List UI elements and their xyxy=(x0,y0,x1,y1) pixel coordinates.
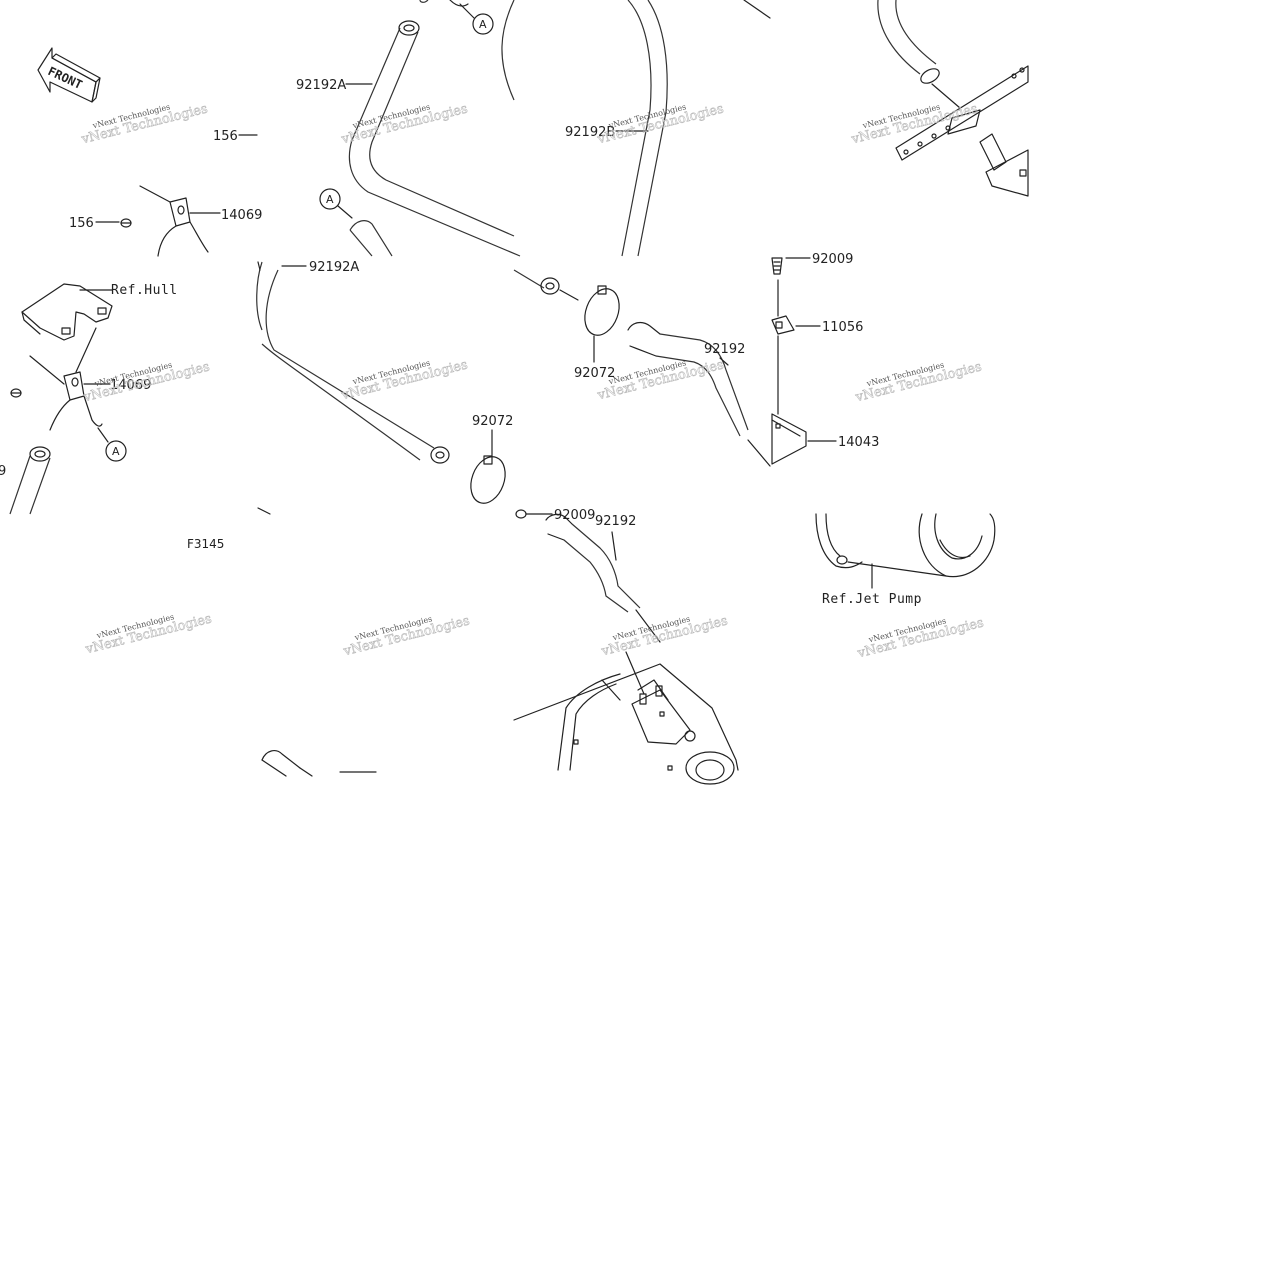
watermark-2: vNext Technologies vNext Technologies xyxy=(339,101,470,148)
watermark-5: vNext Technologies vNext Technologies xyxy=(81,359,212,406)
tile-bottom-fragment xyxy=(261,750,377,777)
marker-a-top: A xyxy=(479,18,487,31)
callout-156-a: 156 xyxy=(213,129,238,144)
ref-hull-label: Ref.Hull xyxy=(111,283,178,298)
callout-156-b: 156 xyxy=(69,216,94,231)
tile-center-right: 92009 11056 14043 xyxy=(771,252,879,465)
watermark-3: vNext Technologies vNext Technologies xyxy=(595,101,726,148)
callout-92192B: 92192B xyxy=(565,125,615,140)
tile-top-left: FRONT 156 156 14069 xyxy=(37,47,262,257)
bolt-92009-upper xyxy=(771,257,811,275)
jet-pump-nozzle xyxy=(815,513,996,589)
watermark-12: vNext Technologies vNext Technologies xyxy=(855,615,986,662)
pad-14043 xyxy=(771,413,837,465)
watermark-1: vNext Technologies vNext Technologies xyxy=(79,101,210,148)
callout-92192-a: 92192 xyxy=(704,342,745,357)
clip-band-92072-upper xyxy=(584,285,620,363)
hose-92192-upper xyxy=(627,321,749,437)
tile-bottom-middle: 92009 92192 xyxy=(513,508,739,785)
callout-92072-a: 92072 xyxy=(574,366,615,381)
watermark-6: vNext Technologies vNext Technologies xyxy=(339,357,470,404)
bolt-92009-lower xyxy=(515,509,553,519)
tile-middle-left: Ref.Hull A 14069 9 xyxy=(0,283,178,515)
tile-top-middle: A A 92192A xyxy=(296,0,521,257)
hose-clamp-14069-upper xyxy=(139,185,209,257)
bolt-156 xyxy=(95,218,132,228)
callout-92192-b: 92192 xyxy=(595,514,636,529)
tile-bottom-left: F3145 xyxy=(187,537,224,551)
figure-code: F3145 xyxy=(187,537,224,551)
tile-center: 92072 92192 xyxy=(513,269,771,467)
front-arrow-icon: FRONT xyxy=(37,47,101,103)
clip-band-92072-lower xyxy=(470,429,506,504)
hose-92192-lower xyxy=(545,513,661,643)
callout-92192A-mid: 92192A xyxy=(309,260,359,275)
callout-92009-b: 92009 xyxy=(554,508,595,523)
callout-92009-a: 92009 xyxy=(812,252,853,267)
watermark-7: vNext Technologies vNext Technologies xyxy=(595,357,726,404)
clip-11056 xyxy=(771,315,821,335)
tile-top-right xyxy=(877,0,1029,197)
hull-bracket xyxy=(21,283,113,341)
jet-pump-housing xyxy=(513,651,739,785)
bolt-small xyxy=(10,388,22,398)
tile-center-left: 92192A 92072 xyxy=(256,260,513,515)
callout-92192A-top: 92192A xyxy=(296,78,346,93)
marker-a-left: A xyxy=(112,445,120,458)
callout-11056: 11056 xyxy=(822,320,863,335)
watermark-10: vNext Technologies vNext Technologies xyxy=(341,613,472,660)
watermark-4: vNext Technologies vNext Technologies xyxy=(849,101,980,148)
callout-9-left: 9 xyxy=(0,464,6,479)
callout-14069-b: 14069 xyxy=(110,378,151,393)
tile-bottom-right: Ref.Jet Pump xyxy=(815,513,996,607)
ref-jet-pump-label: Ref.Jet Pump xyxy=(822,592,922,607)
hose-clamp-14069-lower xyxy=(29,327,111,443)
watermark-8: vNext Technologies vNext Technologies xyxy=(853,359,984,406)
tile-top-center-right: 92192B xyxy=(565,0,771,257)
watermark-11: vNext Technologies vNext Technologies xyxy=(599,613,730,660)
callout-92072-b: 92072 xyxy=(472,414,513,429)
front-label: FRONT xyxy=(46,64,85,92)
marker-a-mid: A xyxy=(326,193,334,206)
callout-14069-a: 14069 xyxy=(221,208,262,223)
callout-14043: 14043 xyxy=(838,435,879,450)
watermark-9: vNext Technologies vNext Technologies xyxy=(83,611,214,658)
